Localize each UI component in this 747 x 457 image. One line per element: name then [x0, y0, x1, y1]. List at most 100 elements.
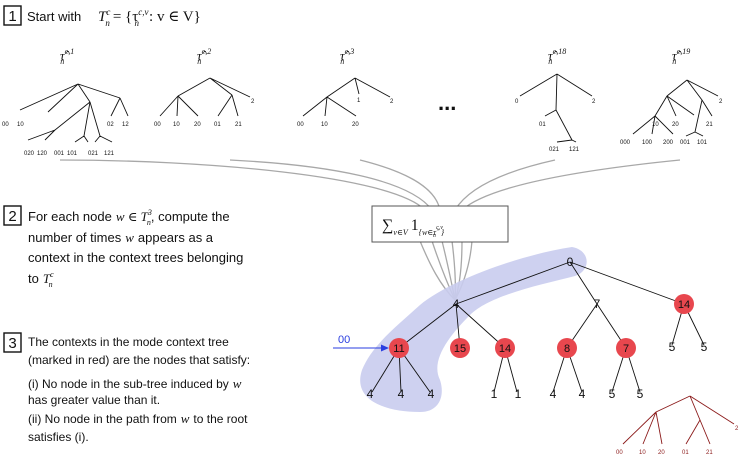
node-l2: 5: [701, 340, 708, 354]
step1-number: 1: [8, 8, 16, 25]
step2-line3: context in the context trees belonging: [28, 250, 243, 265]
node-l3: 1: [515, 387, 522, 401]
step1-number-box: [3, 5, 22, 26]
tree2-leaf: 21: [235, 122, 242, 128]
tree19-leaf: 000: [620, 140, 631, 146]
node-l3: 1: [491, 387, 498, 401]
tree1-leaf: 121: [104, 151, 115, 157]
node-l2: 11: [393, 343, 404, 355]
node-l3: 5: [637, 387, 644, 401]
tree3-leaf: 20: [352, 122, 359, 128]
context-tree-3: 00 10 20 1 2: [297, 77, 394, 128]
step3-line6: satisfies (i).: [28, 430, 89, 444]
red-node: [495, 338, 515, 358]
node-root: 0: [567, 255, 574, 269]
tree18-leaf: 021: [549, 147, 560, 153]
mode-tree-leaf: 10: [639, 450, 646, 456]
context-tree-19: 000 100 200 10 20 001 101 21 2: [620, 79, 723, 146]
red-node: [450, 338, 470, 358]
tree19-leaf: 20: [672, 122, 679, 128]
tree2-leaf: 2: [251, 99, 255, 105]
tree18-leaf: 2: [592, 99, 596, 105]
tree3-leaf: 1: [357, 98, 361, 104]
tree1-leaf: 101: [67, 151, 78, 157]
red-node: [674, 294, 694, 314]
tree19-leaf: 200: [663, 140, 674, 146]
tree2-leaf: 01: [214, 122, 221, 128]
mode-tree-leaf: 00: [616, 450, 623, 456]
tree2-leaf: 10: [173, 122, 180, 128]
node-l3: 4: [428, 387, 435, 401]
mode-tree-leaf: 01: [682, 450, 689, 456]
step2-number-box: [3, 205, 22, 226]
tree1-leaf: 020: [24, 151, 35, 157]
node-l3: 4: [398, 387, 405, 401]
context-tree-1: 00 10 020 120 001 101 021 121 02 12: [2, 83, 129, 157]
tree18-leaf: 0: [515, 99, 519, 105]
tree1-leaf: 10: [17, 122, 24, 128]
tree1-leaf: 021: [88, 151, 99, 157]
node-l1: 14: [678, 299, 690, 311]
red-node: [616, 338, 636, 358]
tree18-leaf: 121: [569, 147, 580, 153]
tree3-leaf: 10: [321, 122, 328, 128]
step3-line2: (marked in red) are the nodes that satis…: [28, 353, 250, 367]
step3-text: 3 The contexts in the mode context tree …: [3, 332, 250, 444]
mode-context-tree: 00 10 20 01 21 2: [616, 395, 739, 456]
mode-tree-leaf: 21: [706, 450, 713, 456]
mode-tree-leaf: 2: [735, 426, 739, 432]
pointer-arrowhead: [381, 344, 389, 352]
node-l2: 7: [623, 343, 629, 355]
step1-text: Start with: [27, 9, 81, 24]
step3-number-box: [3, 332, 22, 353]
tree1-leaf: 02: [107, 122, 114, 128]
tree3-leaf: 2: [390, 99, 394, 105]
step3-line4: has greater value than it.: [28, 393, 160, 407]
node-l3: 4: [367, 387, 374, 401]
node-l2: 8: [564, 343, 570, 355]
tree1-leaf: 00: [2, 122, 9, 128]
tree19-leaf: 100: [642, 140, 653, 146]
tree1-leaf: 12: [122, 122, 129, 128]
step3-number: 3: [8, 335, 16, 352]
tree2-leaf: 20: [194, 122, 201, 128]
node-l2: 14: [499, 343, 511, 355]
step3-line1: The contexts in the mode context tree: [28, 335, 229, 349]
node-l1: 7: [594, 297, 601, 311]
sum-box-frame: [371, 205, 509, 243]
pointer-label: 00: [338, 334, 350, 346]
red-node: [557, 338, 577, 358]
node-l3: 5: [609, 387, 616, 401]
highlight-region: [360, 247, 587, 412]
tree2-leaf: 00: [154, 122, 161, 128]
tree18-leaf: 01: [539, 122, 546, 128]
node-l3: 4: [579, 387, 586, 401]
count-tree: 00 0 4 7 14 11 15 14 8 7 5 5 4 4 4 1 1 4…: [333, 247, 708, 412]
red-node: [389, 338, 409, 358]
tree19-leaf: 10: [652, 122, 659, 128]
node-l3: 4: [550, 387, 557, 401]
tree19-leaf: 2: [719, 99, 723, 105]
ellipsis: ...: [438, 90, 456, 115]
tree3-leaf: 00: [297, 122, 304, 128]
node-l2: 5: [669, 340, 676, 354]
tree1-leaf: 001: [54, 151, 65, 157]
tree19-leaf: 001: [680, 140, 691, 146]
node-l1: 4: [453, 297, 460, 311]
context-tree-18: 0 01 021 121 2: [515, 73, 596, 153]
